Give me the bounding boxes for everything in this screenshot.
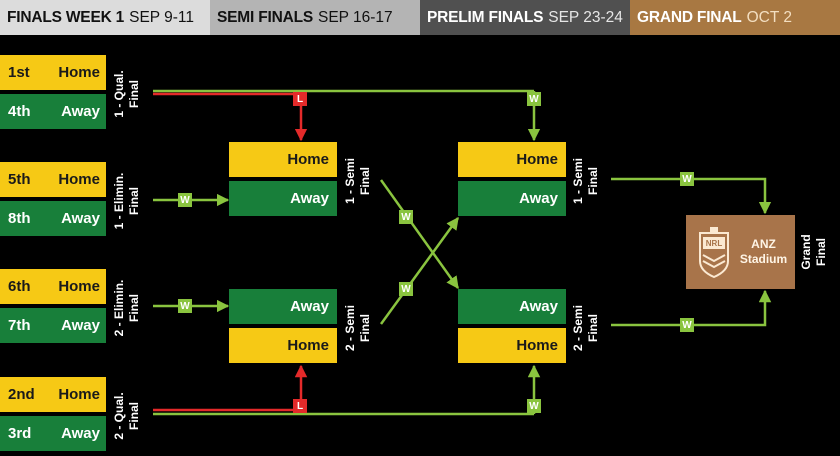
pf2-win-arrow bbox=[611, 289, 772, 327]
semi2-home: Home bbox=[229, 328, 337, 363]
qf1-win-tag: W bbox=[527, 92, 541, 106]
sf1-win-tag: W bbox=[399, 210, 413, 224]
prelim2-away: Away bbox=[458, 289, 566, 324]
label-qual-final-2: 2 - Qual.Final bbox=[112, 392, 141, 440]
prelim1-home: Home bbox=[458, 142, 566, 177]
sf1-win-arrow bbox=[379, 179, 460, 290]
ef1-win-tag: W bbox=[178, 193, 192, 207]
prelim1-away: Away bbox=[458, 181, 566, 216]
nrl-logo-icon: NRL bbox=[699, 227, 729, 279]
label-elim-final-2: 2 - Elimin.Final bbox=[112, 279, 141, 337]
semi2-away: Away bbox=[229, 289, 337, 324]
sf2-win-tag: W bbox=[399, 282, 413, 296]
semi1-home: Home bbox=[229, 142, 337, 177]
sf2-win-arrow bbox=[379, 216, 460, 325]
pf1-win-arrow bbox=[611, 177, 772, 215]
pf1-win-tag: W bbox=[680, 172, 694, 186]
qf1-loss-tag: L bbox=[293, 92, 307, 106]
qf2-win-tag: W bbox=[527, 399, 541, 413]
qf2-loss-tag: L bbox=[293, 399, 307, 413]
label-elim-final-1: 1 - Elimin.Final bbox=[112, 172, 141, 230]
semi1-away: Away bbox=[229, 181, 337, 216]
ef2-win-tag: W bbox=[178, 299, 192, 313]
svg-text:NRL: NRL bbox=[706, 239, 723, 248]
pf2-win-tag: W bbox=[680, 318, 694, 332]
prelim2-home: Home bbox=[458, 328, 566, 363]
label-qual-final-1: 1 - Qual.Final bbox=[112, 70, 141, 118]
